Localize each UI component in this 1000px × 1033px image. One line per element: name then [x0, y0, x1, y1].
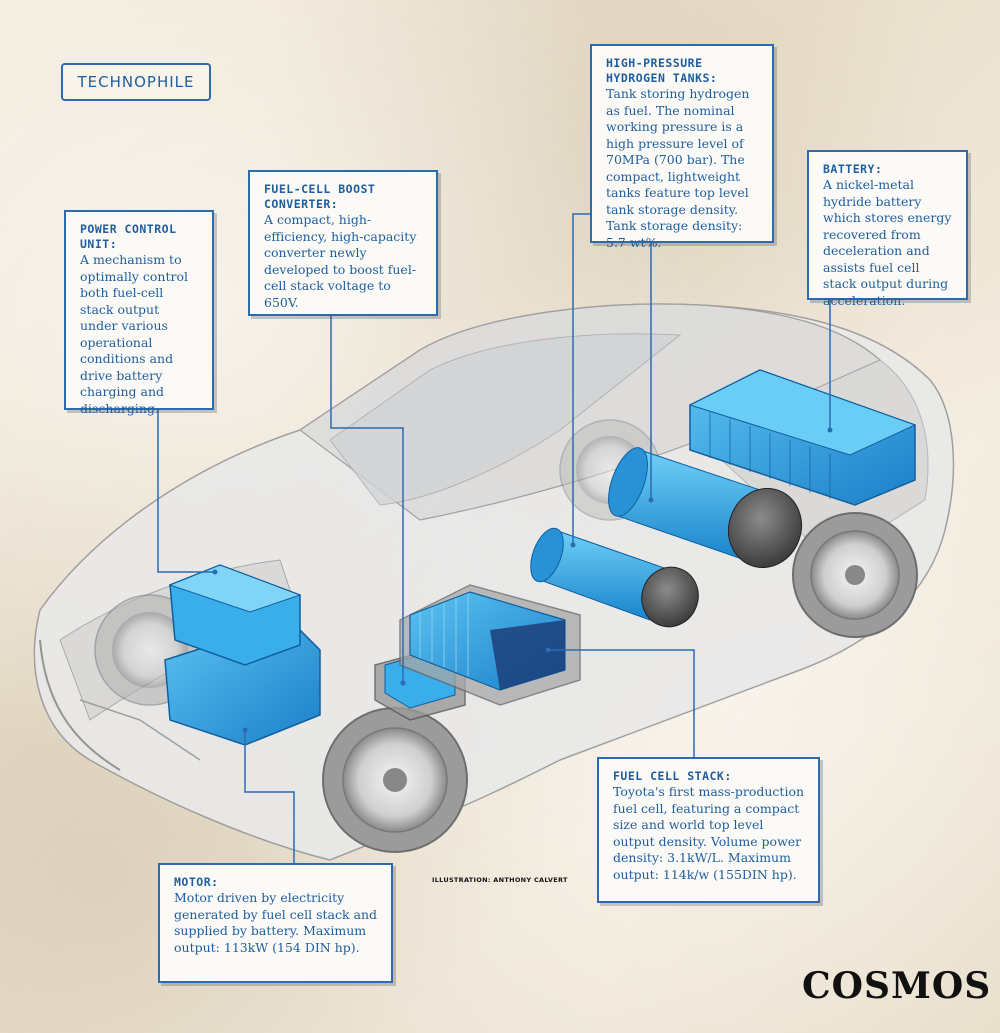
callout-fuel-cell-stack: FUEL CELL STACK: Toyota's first mass-pro…	[597, 757, 820, 903]
callout-battery: BATTERY: A nickel-metal hydride battery …	[807, 150, 968, 308]
section-tag: TECHNOPHILE	[61, 63, 211, 101]
callout-power-control-unit: POWER CONTROL UNIT: A mechanism to optim…	[64, 210, 214, 416]
front-left-wheel	[322, 707, 468, 853]
rear-right-wheel	[792, 512, 918, 638]
callout-title: HIGH-PRESSURE HYDROGEN TANKS:	[606, 56, 718, 85]
brand-logo: COSMOS	[802, 965, 992, 1007]
callout-title: FUEL CELL STACK:	[613, 769, 732, 783]
power-control-unit-component	[164, 564, 321, 746]
hydrogen-tank-large	[608, 447, 802, 569]
callout-motor: MOTOR: Motor driven by electricity gener…	[158, 863, 393, 983]
battery-component	[688, 369, 917, 506]
callout-body: Toyota's first mass-production fuel cell…	[613, 784, 805, 882]
fuel-cell-stack-component	[399, 584, 581, 706]
callout-body: Motor driven by electricity generated by…	[174, 890, 378, 955]
callout-body: A compact, high-efficiency, high-capacit…	[264, 212, 417, 310]
illustration-credit: ILLUSTRATION: ANTHONY CALVERT	[432, 876, 568, 884]
callout-body: A nickel-metal hydride battery which sto…	[823, 177, 952, 308]
callout-hydrogen-tanks: HIGH-PRESSURE HYDROGEN TANKS: Tank stori…	[590, 44, 774, 250]
hydrogen-tank-small	[530, 527, 699, 628]
callout-title: MOTOR:	[174, 875, 219, 889]
callout-title: BATTERY:	[823, 162, 883, 176]
callout-title: POWER CONTROL UNIT:	[80, 222, 177, 251]
callout-boost-converter: FUEL-CELL BOOST CONVERTER: A compact, hi…	[248, 170, 438, 316]
callout-body: Tank storing hydrogen as fuel. The nomin…	[606, 86, 750, 250]
callout-body: A mechanism to optimally control both fu…	[80, 252, 188, 416]
callout-title: FUEL-CELL BOOST CONVERTER:	[264, 182, 376, 211]
leader-lines	[157, 213, 831, 865]
